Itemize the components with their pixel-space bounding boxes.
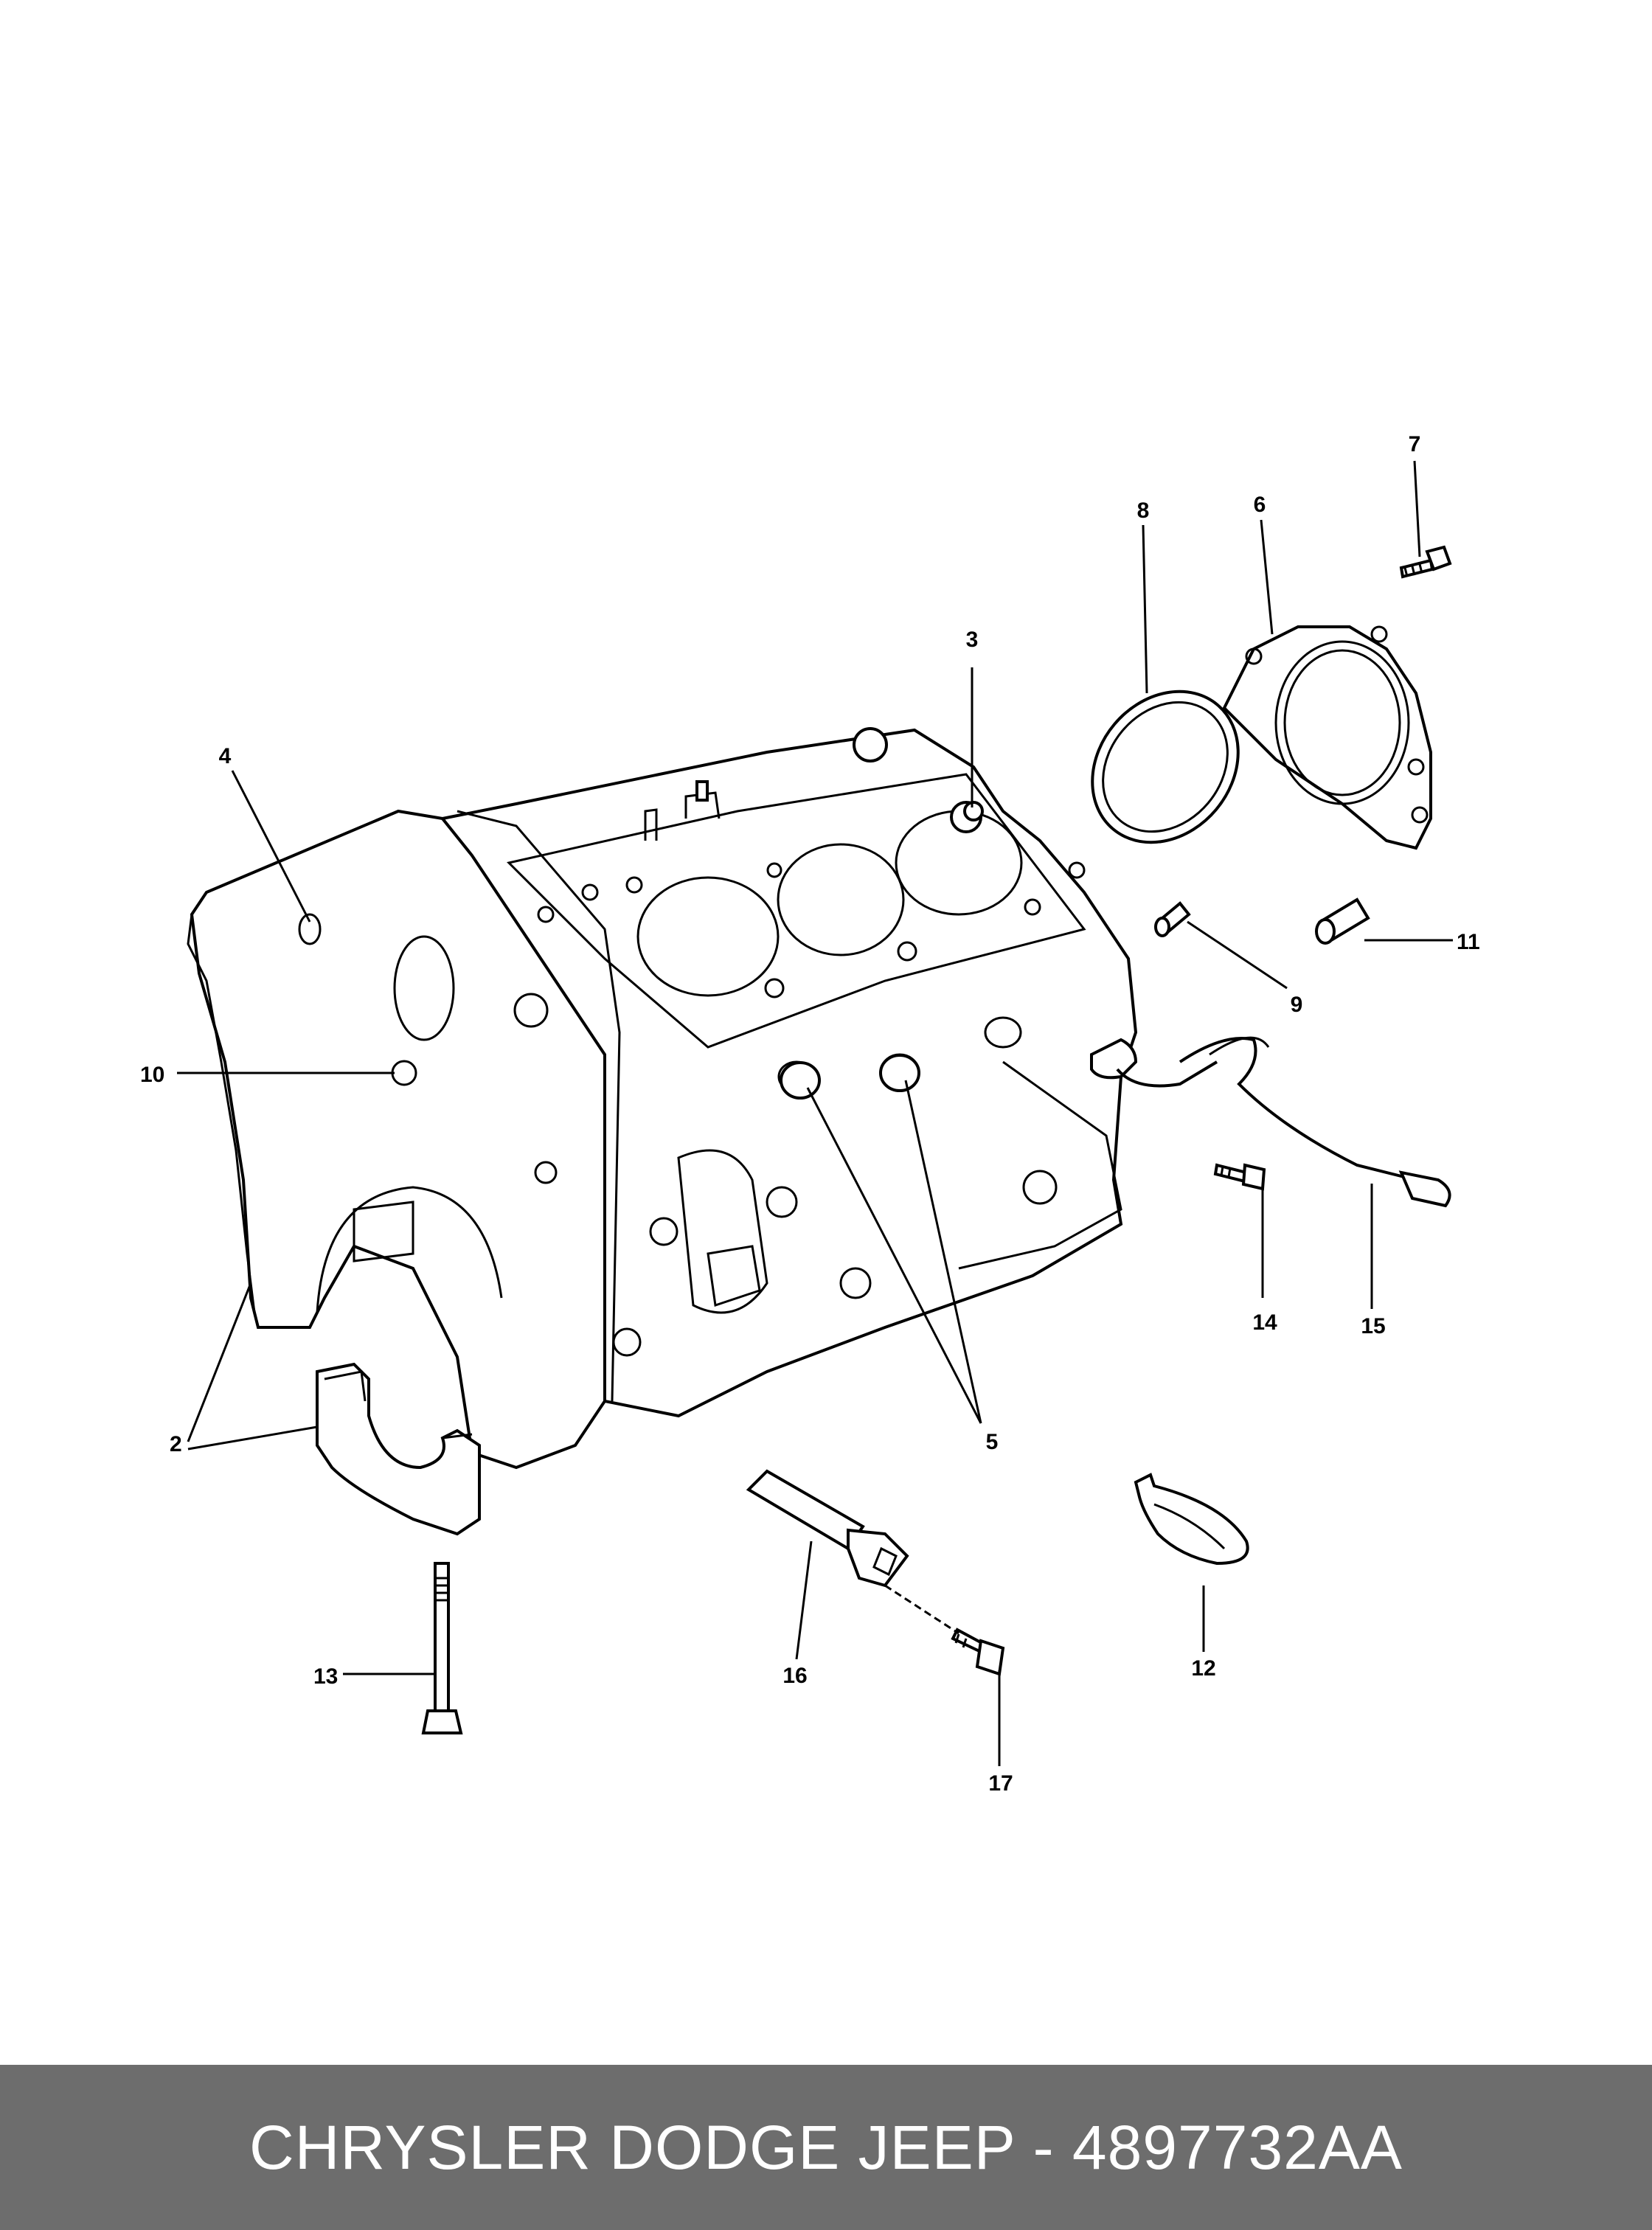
engine-block: [187, 727, 1138, 1470]
callout-8: 8: [1137, 499, 1150, 523]
main-bearing-cap: [316, 1362, 481, 1536]
sensor-16: [746, 1469, 909, 1588]
footer-banner: CHRYSLER DODGE JEEP - 4897732AA: [0, 2065, 1652, 2230]
callout-17: 17: [988, 1771, 1013, 1796]
callout-labels: 2 3 4 5 6 7 8 9 10 11 12 13 14 15 16 17: [140, 432, 1480, 1796]
footer-part-number: CHRYSLER DODGE JEEP - 4897732AA: [249, 2112, 1403, 2182]
dowel-plug-3: [963, 801, 984, 822]
bolt-7: [1399, 545, 1452, 579]
bolt-17: [884, 1584, 1005, 1676]
plug-11: [1315, 897, 1370, 945]
callout-13: 13: [313, 1664, 338, 1689]
callout-3: 3: [966, 628, 979, 652]
callout-11: 11: [1457, 930, 1480, 954]
ground-cable-15: [1090, 1036, 1451, 1208]
rear-seal-retainer: [1222, 625, 1432, 850]
stud-13: [421, 1562, 463, 1734]
callout-14: 14: [1252, 1310, 1277, 1335]
callout-5: 5: [986, 1430, 999, 1454]
callout-16: 16: [782, 1664, 807, 1688]
leader-lines: [177, 460, 1453, 1766]
callout-4: 4: [219, 744, 232, 768]
callout-9: 9: [1291, 993, 1303, 1017]
callout-6: 6: [1254, 493, 1266, 517]
seal-rings: [780, 1054, 920, 1100]
strap-12: [1134, 1473, 1249, 1566]
dowel-pin-9: [1154, 901, 1191, 937]
callout-2: 2: [170, 1432, 182, 1456]
callout-12: 12: [1191, 1656, 1215, 1681]
callout-15: 15: [1361, 1314, 1385, 1338]
callout-10: 10: [140, 1063, 164, 1087]
rear-seal-ring: [1091, 690, 1240, 844]
bolt-14: [1213, 1163, 1266, 1191]
parts-diagram: 2 3 4 5 6 7 8 9 10 11 12 13 14 15 16 17: [140, 432, 1480, 1796]
callout-7: 7: [1409, 432, 1421, 456]
